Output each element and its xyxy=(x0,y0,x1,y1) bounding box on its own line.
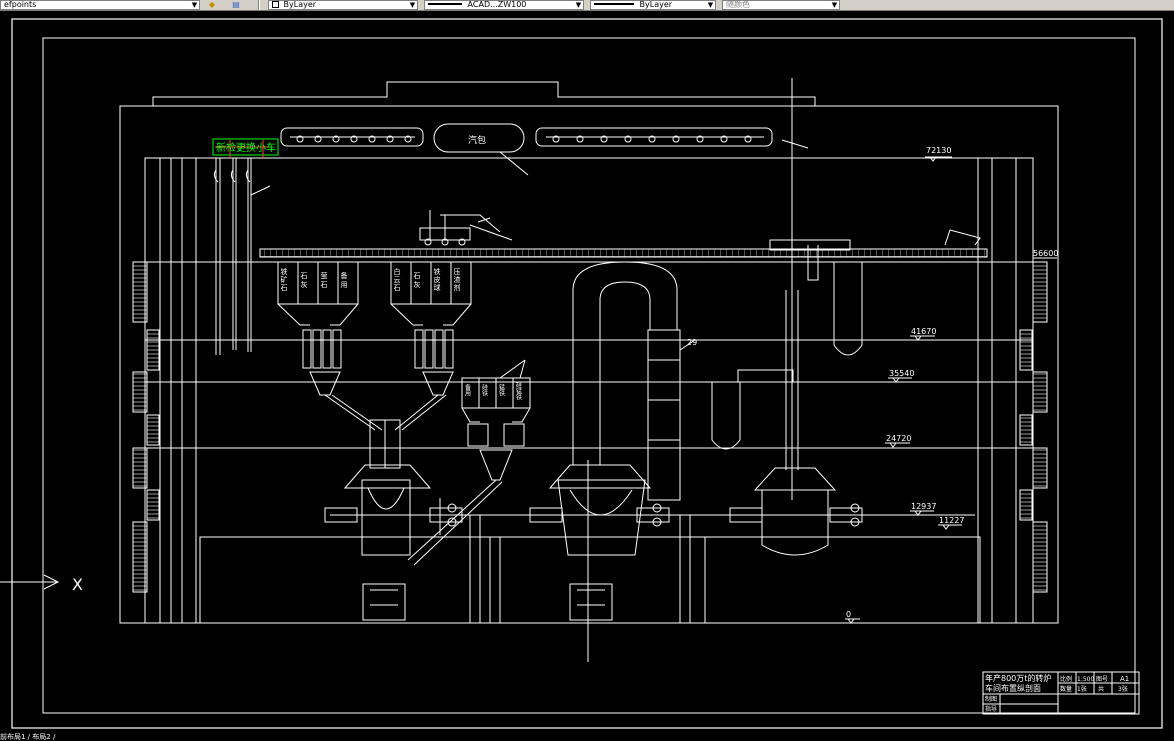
converter-middle xyxy=(529,261,696,662)
qty-label: 数量 xyxy=(1060,685,1072,693)
sheet-total-label: 共 xyxy=(1098,685,1104,693)
converter-left xyxy=(324,419,463,621)
crane-label: 新检更换小车 xyxy=(216,141,276,154)
floor-lines xyxy=(133,261,1047,538)
bin-label: 备用 xyxy=(340,271,348,290)
title-line-1: 年产800万t的转炉 xyxy=(985,673,1051,683)
flue-duct-left xyxy=(280,127,424,147)
title-line-2: 车间布置纵剖面 xyxy=(985,683,1041,693)
property-toolbar: efpoints ▼ ◆ ▤ ByLayer ▼ ACAD...ZW100 ▼ … xyxy=(0,0,1174,11)
steam-drum xyxy=(433,123,525,153)
sheet-count: 3张 xyxy=(1118,685,1128,693)
ucs-axis-icon xyxy=(0,574,60,590)
qty-value: 1张 xyxy=(1077,685,1087,693)
right-stairs xyxy=(1019,261,1048,593)
chevron-down-icon: ▼ xyxy=(707,1,714,9)
bin-label: 石灰 xyxy=(300,272,308,290)
toolbar-separator xyxy=(258,0,260,10)
color-combo-value: ByLayer xyxy=(283,0,317,9)
bin-label: 硅锰铁 xyxy=(515,381,522,401)
bin-group-1 xyxy=(277,261,359,396)
inner-frame xyxy=(144,157,1034,624)
layer-state-icon[interactable]: ◆ xyxy=(208,0,216,9)
sheet-outer-border xyxy=(11,18,1163,729)
ucs-x-label: X xyxy=(72,575,83,594)
color-swatch-icon xyxy=(272,1,279,8)
size-value: A1 xyxy=(1120,675,1129,683)
bin-group-2 xyxy=(390,261,472,396)
title-block xyxy=(982,671,1140,715)
bin-label: 白云石 xyxy=(393,267,401,292)
chevron-down-icon: ▼ xyxy=(191,1,198,9)
elevation-72130: 72130 xyxy=(926,146,951,155)
bin-labels-3: 备用 硅铁 锰铁 硅锰铁 xyxy=(464,381,522,401)
feed-chutes xyxy=(324,394,503,566)
callout-29: 29 xyxy=(687,338,697,347)
elevation-24720: 24720 xyxy=(886,434,911,443)
elevation-56600: 56600 xyxy=(1033,249,1058,258)
elevation-12937: 12937 xyxy=(911,502,936,511)
bin-label: 压渣剂 xyxy=(453,268,461,292)
bin-labels-1: 铁矿石 石灰 萤石 备用 xyxy=(280,267,348,292)
flue-duct-right xyxy=(535,127,773,147)
plotstyle-combo[interactable]: 随颜色 ▼ xyxy=(722,0,840,10)
chevron-down-icon: ▼ xyxy=(575,1,582,9)
lineweight-preview-icon xyxy=(594,3,634,5)
scale-label: 比例 xyxy=(1060,675,1072,683)
bin-group-3 xyxy=(461,359,531,481)
crane-hooks xyxy=(213,158,271,355)
linetype-combo-value: ACAD...ZW100 xyxy=(467,0,527,9)
lineweight-combo[interactable]: ByLayer ▼ xyxy=(590,0,716,10)
crane-label-box xyxy=(212,138,279,156)
sheet-frame xyxy=(42,37,1136,714)
plotstyle-combo-value: 随颜色 xyxy=(726,0,750,9)
elevation-marks xyxy=(845,156,1057,624)
elevation-41670: 41670 xyxy=(911,327,936,336)
left-stairs xyxy=(132,261,160,593)
layer-combo-value: efpoints xyxy=(4,0,37,9)
bin-label: 硅铁 xyxy=(481,383,488,397)
elevation-0: 0 xyxy=(846,610,851,619)
bin-label: 铁皮球 xyxy=(433,267,441,292)
charging-cart xyxy=(419,210,513,246)
layer-stack-icon[interactable]: ▤ xyxy=(232,0,240,9)
elevation-11227: 11227 xyxy=(939,516,964,525)
linetype-preview-icon xyxy=(428,3,462,5)
bin-label: 锰铁 xyxy=(498,383,505,397)
drawn-label: 制图 xyxy=(985,695,997,703)
bin-label: 铁矿石 xyxy=(280,267,288,292)
bin-label: 萤石 xyxy=(320,271,328,290)
steam-drum-label: 汽包 xyxy=(468,134,486,146)
sheet-label: 图号 xyxy=(1096,676,1108,683)
layer-combo[interactable]: efpoints ▼ xyxy=(0,0,200,10)
building-outline xyxy=(119,105,1059,624)
bin-labels-2: 白云石 石灰 铁皮球 压渣剂 xyxy=(393,267,461,292)
color-combo[interactable]: ByLayer ▼ xyxy=(268,0,418,10)
charging-bridge xyxy=(259,248,988,258)
checked-label: 指导 xyxy=(985,705,997,713)
top-right-crane xyxy=(944,229,981,246)
columns xyxy=(159,158,1017,623)
scale-value: 1:500 xyxy=(1077,676,1094,683)
chevron-down-icon: ▼ xyxy=(409,1,416,9)
lower-bays xyxy=(199,515,981,624)
lineweight-combo-value: ByLayer xyxy=(639,0,673,9)
linetype-combo[interactable]: ACAD...ZW100 ▼ xyxy=(424,0,584,10)
converter-right xyxy=(711,78,863,556)
bin-label: 石灰 xyxy=(413,272,421,290)
layout-tabs[interactable]: 前布局1 / 布局2 / xyxy=(0,733,56,741)
elevation-35540: 35540 xyxy=(889,369,914,378)
drawing-canvas[interactable]: 新检更换小车 汽包 72130 56600 41670 35540 24720 … xyxy=(0,11,1174,733)
bin-label: 备用 xyxy=(464,383,471,397)
chevron-down-icon: ▼ xyxy=(831,1,838,9)
roof-monitor xyxy=(152,81,816,106)
